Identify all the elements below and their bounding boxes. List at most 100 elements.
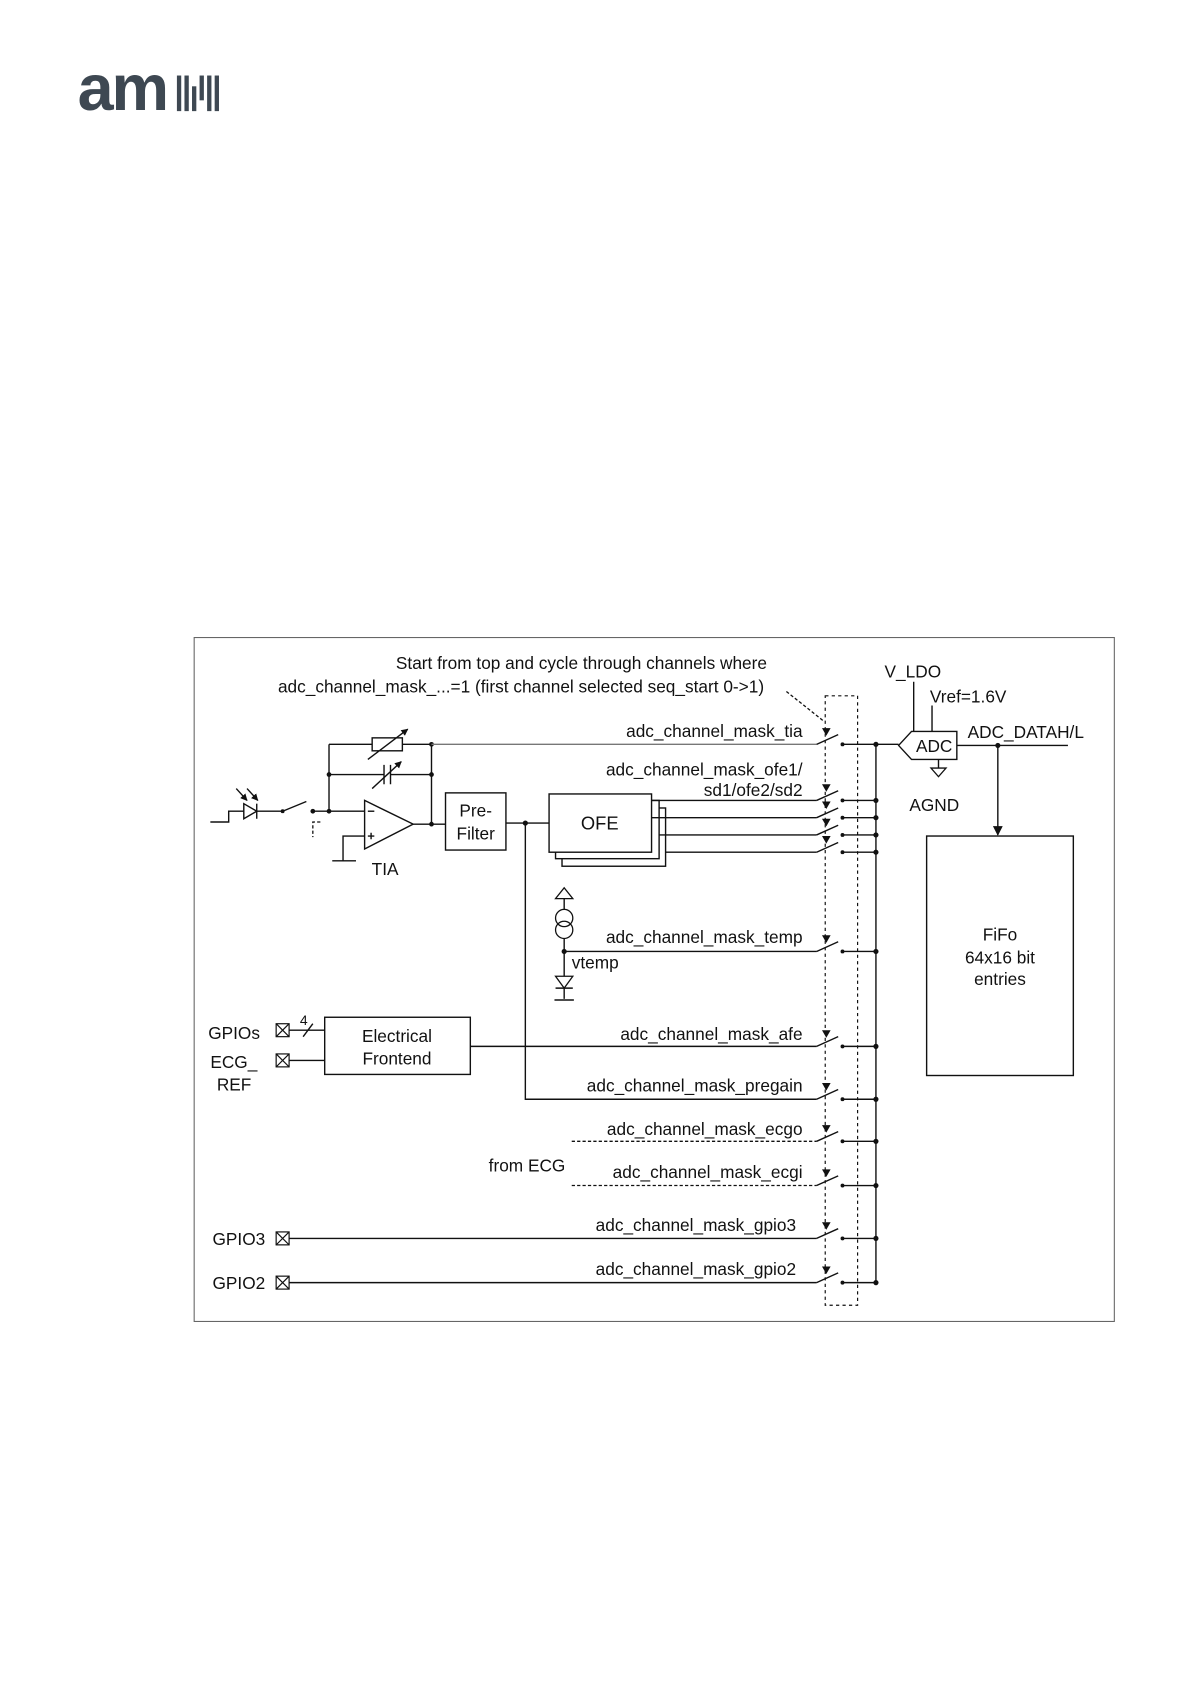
electrical-frontend-box (323, 1016, 472, 1076)
note-line-2: adc_channel_mask_...=1 (first channel se… (278, 677, 764, 697)
switch-ecgi-control-arrow (821, 1169, 831, 1177)
junction (429, 772, 434, 777)
vref-label: Vref=1.6V (930, 686, 1007, 706)
adc-output-junction (995, 742, 1001, 749)
channel-switches (816, 728, 879, 1286)
switch-afe-arm (816, 1036, 839, 1048)
fifo-label-3: entries (974, 969, 1026, 989)
ofe-box (548, 793, 653, 853)
switch-ofe-2-contact (840, 815, 845, 820)
agnd-label: AGND (909, 795, 959, 815)
logo-text: am (78, 51, 167, 124)
tia-label: TIA (372, 859, 399, 879)
gpio3-label: GPIO3 (213, 1229, 266, 1249)
resistor-variable-arrow (367, 728, 409, 760)
channel-mask-labels: adc_channel_mask_tia adc_channel_mask_of… (587, 721, 803, 1279)
vtemp-label: vtemp (572, 953, 619, 973)
v-ldo-label: V_LDO (885, 661, 942, 681)
switch-gpio2-contact (840, 1280, 845, 1285)
switch-gpio2-control-arrow (821, 1266, 831, 1274)
switch-ofe-3-control-arrow (821, 818, 831, 827)
channel-mask-ofe-label-2: sd1/ofe2/sd2 (704, 780, 803, 800)
agnd-symbol (929, 767, 948, 778)
pin-ecg-ref-icon (275, 1053, 290, 1068)
adc-output-label: ADC_DATAH/L (968, 722, 1085, 742)
switch-gpio2-arm (816, 1272, 839, 1284)
feedback-capacitor (383, 764, 392, 785)
junction (326, 808, 332, 814)
adc-block: V_LDO Vref=1.6V ADC AGND ADC_DATAH/L (875, 661, 1085, 836)
switch-afe-control-arrow (821, 1030, 831, 1038)
switch-ofe-2-arm (816, 807, 839, 819)
junction (429, 741, 434, 747)
bus-junction-ofe-2 (873, 815, 879, 821)
current-source-symbol (554, 920, 574, 940)
channel-wires (289, 743, 817, 1284)
bus-junction-temp (873, 948, 879, 955)
prefilter-block: Pre- Filter (444, 792, 550, 851)
wire-pregain (524, 823, 817, 1100)
photodiode-symbol (243, 802, 259, 820)
logo-mark (176, 75, 219, 112)
ecg-ref-label-2: REF (217, 1075, 252, 1095)
switch-ofe-4-control-arrow (821, 836, 831, 844)
switch-temp-contact (840, 949, 845, 954)
pin-gpio3-icon (275, 1231, 290, 1246)
ecg-ref-label-1: ECG_ (210, 1052, 257, 1072)
switch-ecgi-arm (816, 1175, 839, 1187)
channel-mask-temp-label: adc_channel_mask_temp (606, 927, 803, 947)
channel-mask-gpio2-label: adc_channel_mask_gpio2 (596, 1259, 796, 1279)
gpio2-label: GPIO2 (213, 1273, 266, 1293)
bus-junction-gpio3 (873, 1235, 879, 1241)
from-ecg-label: from ECG (489, 1156, 566, 1176)
adc-label: ADC (916, 736, 952, 756)
electrical-frontend-label-1: Electrical (362, 1026, 432, 1046)
diagram-frame (193, 637, 1115, 1322)
pin-gpio2-icon (275, 1275, 290, 1290)
prefilter-junction (522, 820, 528, 826)
current-source-symbol (554, 908, 574, 928)
switch-ofe-2-control-arrow (821, 801, 831, 810)
switch-pregain-arm (816, 1088, 839, 1100)
switch-ofe-4-arm (816, 841, 839, 853)
ofe-block: OFE (548, 793, 667, 867)
switch-tia-contact (840, 742, 845, 747)
junction (326, 772, 332, 777)
sequencer-box (824, 695, 859, 1306)
switch-gpio3-contact (840, 1236, 845, 1241)
fifo-label-1: FiFo (983, 925, 1018, 945)
switch-ofe-1-arm (816, 790, 839, 802)
input-switch-arm (282, 800, 307, 812)
fifo-label-2: 64x16 bit (965, 947, 1035, 967)
fifo-box (925, 835, 1075, 1077)
switch-gpio3-arm (816, 1228, 839, 1240)
switch-ofe-4-contact (840, 850, 845, 855)
tia-plus-wire (342, 835, 365, 861)
switch-ofe-3-arm (816, 824, 839, 836)
switch-temp-control-arrow (821, 935, 831, 943)
gpios-bus-slash (302, 1023, 314, 1038)
bus-junction-ecgo (873, 1138, 879, 1144)
switch-temp-arm (816, 941, 839, 953)
temp-junction (561, 948, 567, 955)
bus-junction-ecgi (873, 1182, 879, 1189)
switch-afe-contact (840, 1044, 845, 1049)
switch-gpio3-control-arrow (821, 1222, 831, 1230)
bus-junction-ofe-3 (873, 832, 879, 838)
opamp-plus-sign (367, 832, 375, 840)
gpios-bus-width-label: 4 (300, 1012, 308, 1028)
tia-opamp (363, 799, 415, 851)
ofe-label: OFE (581, 813, 619, 834)
bus-junction-ofe-1 (873, 797, 879, 804)
switch-ecgo-contact (840, 1139, 845, 1144)
input-switch-alt (312, 821, 321, 838)
supply-arrow-symbol (554, 886, 575, 900)
switch-tia-arm (816, 733, 839, 745)
switch-ofe-3-contact (840, 833, 845, 837)
bus-junction-tia (873, 741, 879, 747)
fifo-block: FiFo 64x16 bit entries (925, 835, 1075, 1077)
prefilter-box (444, 792, 507, 851)
light-arrow-1 (235, 788, 248, 801)
temp-sensor: vtemp (554, 886, 619, 1001)
